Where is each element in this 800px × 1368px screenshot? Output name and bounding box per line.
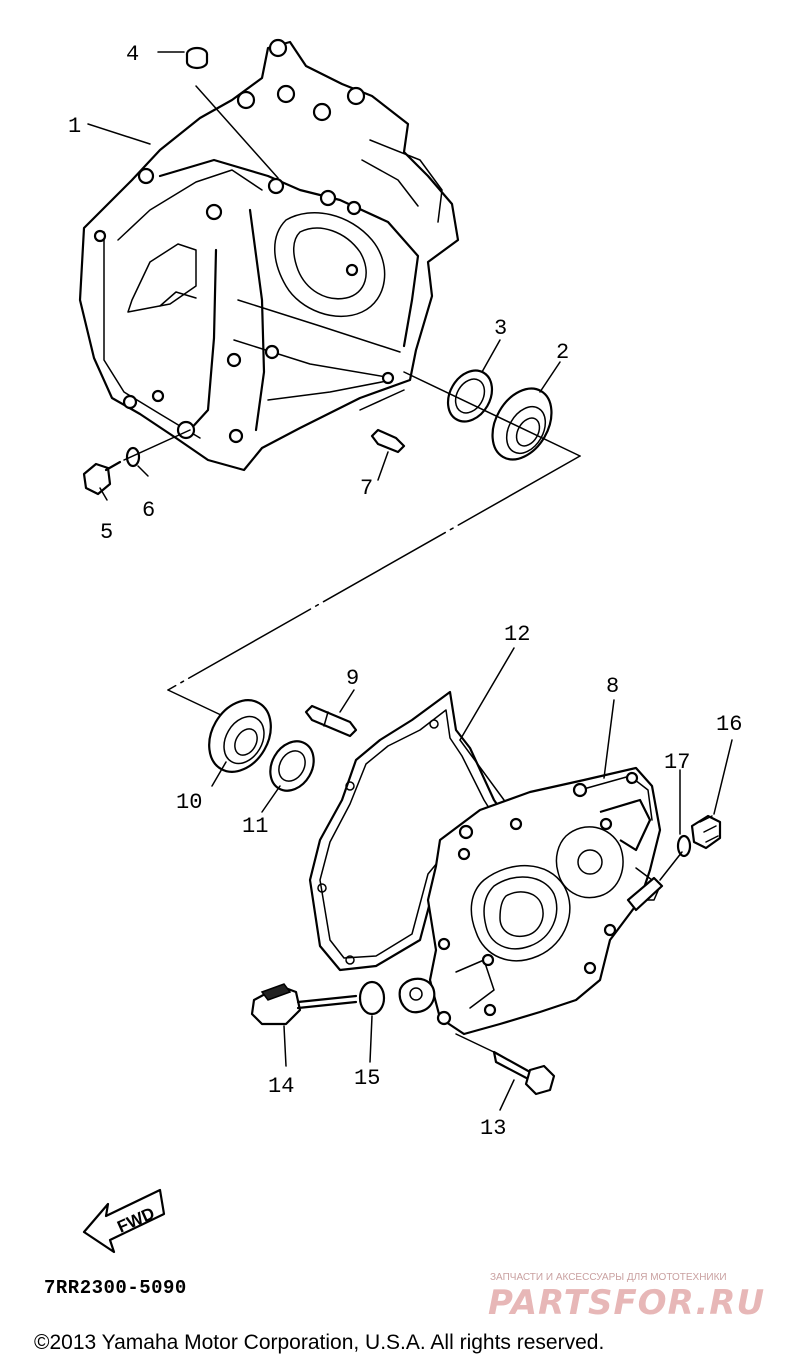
part-13-bolt-drawing xyxy=(492,1050,556,1096)
watermark-logo: PARTSFOR.RU xyxy=(488,1283,766,1323)
callout-14: 14 xyxy=(268,1074,294,1099)
alignment-line xyxy=(167,455,581,725)
part-7-dowel-drawing xyxy=(370,428,406,454)
part-15-o-ring-drawing xyxy=(358,980,386,1016)
callout-9: 9 xyxy=(346,666,359,691)
part-11-oil-seal-drawing xyxy=(269,740,315,792)
callout-6: 6 xyxy=(142,498,155,523)
diagram-part-code: 7RR2300-5090 xyxy=(44,1277,187,1299)
callout-17: 17 xyxy=(664,750,690,775)
callout-3: 3 xyxy=(494,316,507,341)
callout-16: 16 xyxy=(716,712,742,737)
part-4-drawing xyxy=(185,46,209,70)
part-14-dipstick-drawing xyxy=(250,983,358,1026)
copyright-notice: ©2013 Yamaha Motor Corporation, U.S.A. A… xyxy=(34,1331,605,1354)
callout-labels: 1 2 3 4 5 6 7 8 9 10 11 12 13 14 15 16 1… xyxy=(68,42,742,1141)
callout-15: 15 xyxy=(354,1066,380,1091)
callout-1: 1 xyxy=(68,114,81,139)
callout-7: 7 xyxy=(360,476,373,501)
callout-8: 8 xyxy=(606,674,619,699)
part-9-dowel-drawing xyxy=(304,704,358,738)
callout-11: 11 xyxy=(242,814,268,839)
part-10-bearing-drawing xyxy=(208,699,272,773)
lower-leader-lines xyxy=(211,647,733,1111)
callout-13: 13 xyxy=(480,1116,506,1141)
callout-5: 5 xyxy=(100,520,113,545)
callout-12: 12 xyxy=(504,622,530,647)
part-6-washer-drawing xyxy=(125,446,141,468)
part-5-bolt-drawing xyxy=(82,460,122,496)
part-1-crankcase-drawing xyxy=(78,38,460,472)
part-17-gasket-drawing xyxy=(676,834,692,858)
callout-4: 4 xyxy=(126,42,139,67)
part-2-bearing-drawing xyxy=(491,387,553,461)
part-8-cover-drawing xyxy=(398,766,664,1036)
watermark-tagline: ЗАПЧАСТИ И АКСЕССУАРЫ ДЛЯ МОТОТЕХНИКИ xyxy=(490,1272,727,1283)
part-3-oil-seal-drawing xyxy=(446,369,494,423)
callout-10: 10 xyxy=(176,790,202,815)
forward-direction-arrow: FWD xyxy=(82,1188,166,1254)
part-16-plug-drawing xyxy=(690,814,722,850)
callout-2: 2 xyxy=(556,340,569,365)
upper-leader-lines xyxy=(87,51,581,501)
